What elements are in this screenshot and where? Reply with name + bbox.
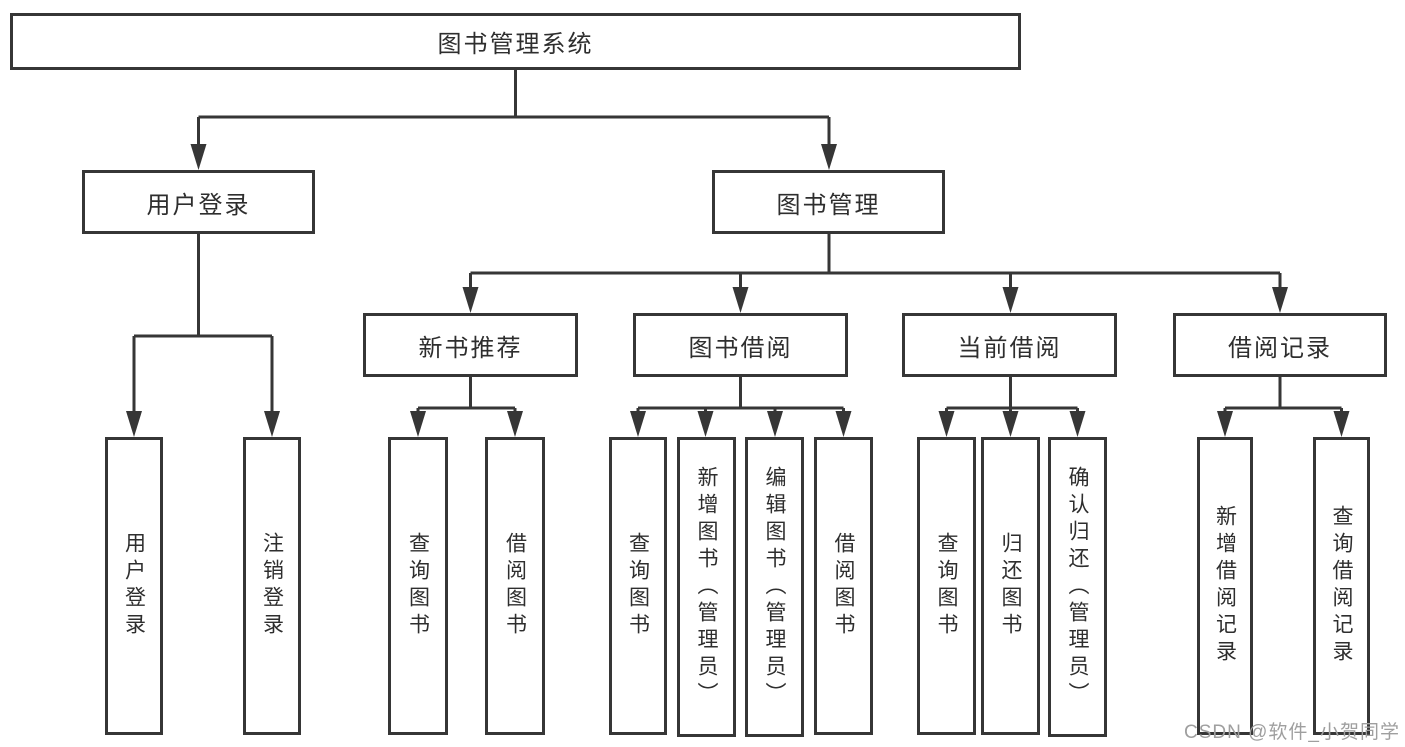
node-label: 新增借阅记录 xyxy=(1213,505,1237,667)
node-label: 用户登录 xyxy=(146,191,251,219)
node-library-management-system: 图书管理系统 xyxy=(10,13,1021,70)
leaf-add-book-admin: 新增图书（管理员） xyxy=(677,437,736,737)
leaf-logout-login: 注销登录 xyxy=(243,437,301,735)
leaf-recommend-query-books: 查询图书 xyxy=(388,437,448,735)
node-label: 注销登录 xyxy=(260,532,284,640)
leaf-borrowing-query-books: 查询图书 xyxy=(609,437,667,735)
node-label: 借阅图书 xyxy=(503,532,527,640)
node-label: 图书借阅 xyxy=(688,334,793,362)
node-label: 新书推荐 xyxy=(418,334,523,362)
leaf-return-books: 归还图书 xyxy=(981,437,1040,735)
csdn-watermark: CSDN @软件_小贺同学 xyxy=(1184,722,1400,743)
leaf-user-login: 用户登录 xyxy=(105,437,163,735)
leaf-confirm-return-admin: 确认归还（管理员） xyxy=(1048,437,1107,737)
node-label: 查询图书 xyxy=(935,532,959,640)
node-label: 当前借阅 xyxy=(957,334,1062,362)
node-label: 编辑图书（管理员） xyxy=(763,465,787,709)
arrowhead-icons xyxy=(126,144,1350,437)
node-label: 新增图书（管理员） xyxy=(695,465,719,709)
node-label: 借阅图书 xyxy=(832,532,856,640)
node-book-borrowing: 图书借阅 xyxy=(633,313,848,377)
leaf-edit-book-admin: 编辑图书（管理员） xyxy=(745,437,804,737)
node-book-management: 图书管理 xyxy=(712,170,945,234)
node-borrowing-records: 借阅记录 xyxy=(1173,313,1387,377)
leaf-query-borrow-record: 查询借阅记录 xyxy=(1313,437,1370,735)
node-label: 查询借阅记录 xyxy=(1330,505,1354,667)
leaf-add-borrow-record: 新增借阅记录 xyxy=(1197,437,1253,735)
node-label: 查询图书 xyxy=(626,532,650,640)
node-current-borrowing: 当前借阅 xyxy=(902,313,1117,377)
node-label: 图书管理系统 xyxy=(437,31,594,58)
node-label: 借阅记录 xyxy=(1228,334,1332,362)
node-user-login: 用户登录 xyxy=(82,170,315,234)
node-label: 查询图书 xyxy=(406,532,430,640)
node-new-book-recommendation: 新书推荐 xyxy=(363,313,578,377)
leaf-recommend-borrow-books: 借阅图书 xyxy=(485,437,545,735)
leaf-current-query-books: 查询图书 xyxy=(917,437,976,735)
node-label: 图书管理 xyxy=(776,191,881,219)
leaf-borrowing-borrow-books: 借阅图书 xyxy=(814,437,873,735)
node-label: 用户登录 xyxy=(122,532,146,640)
node-label: 确认归还（管理员） xyxy=(1066,465,1090,709)
node-label: 归还图书 xyxy=(999,532,1023,640)
